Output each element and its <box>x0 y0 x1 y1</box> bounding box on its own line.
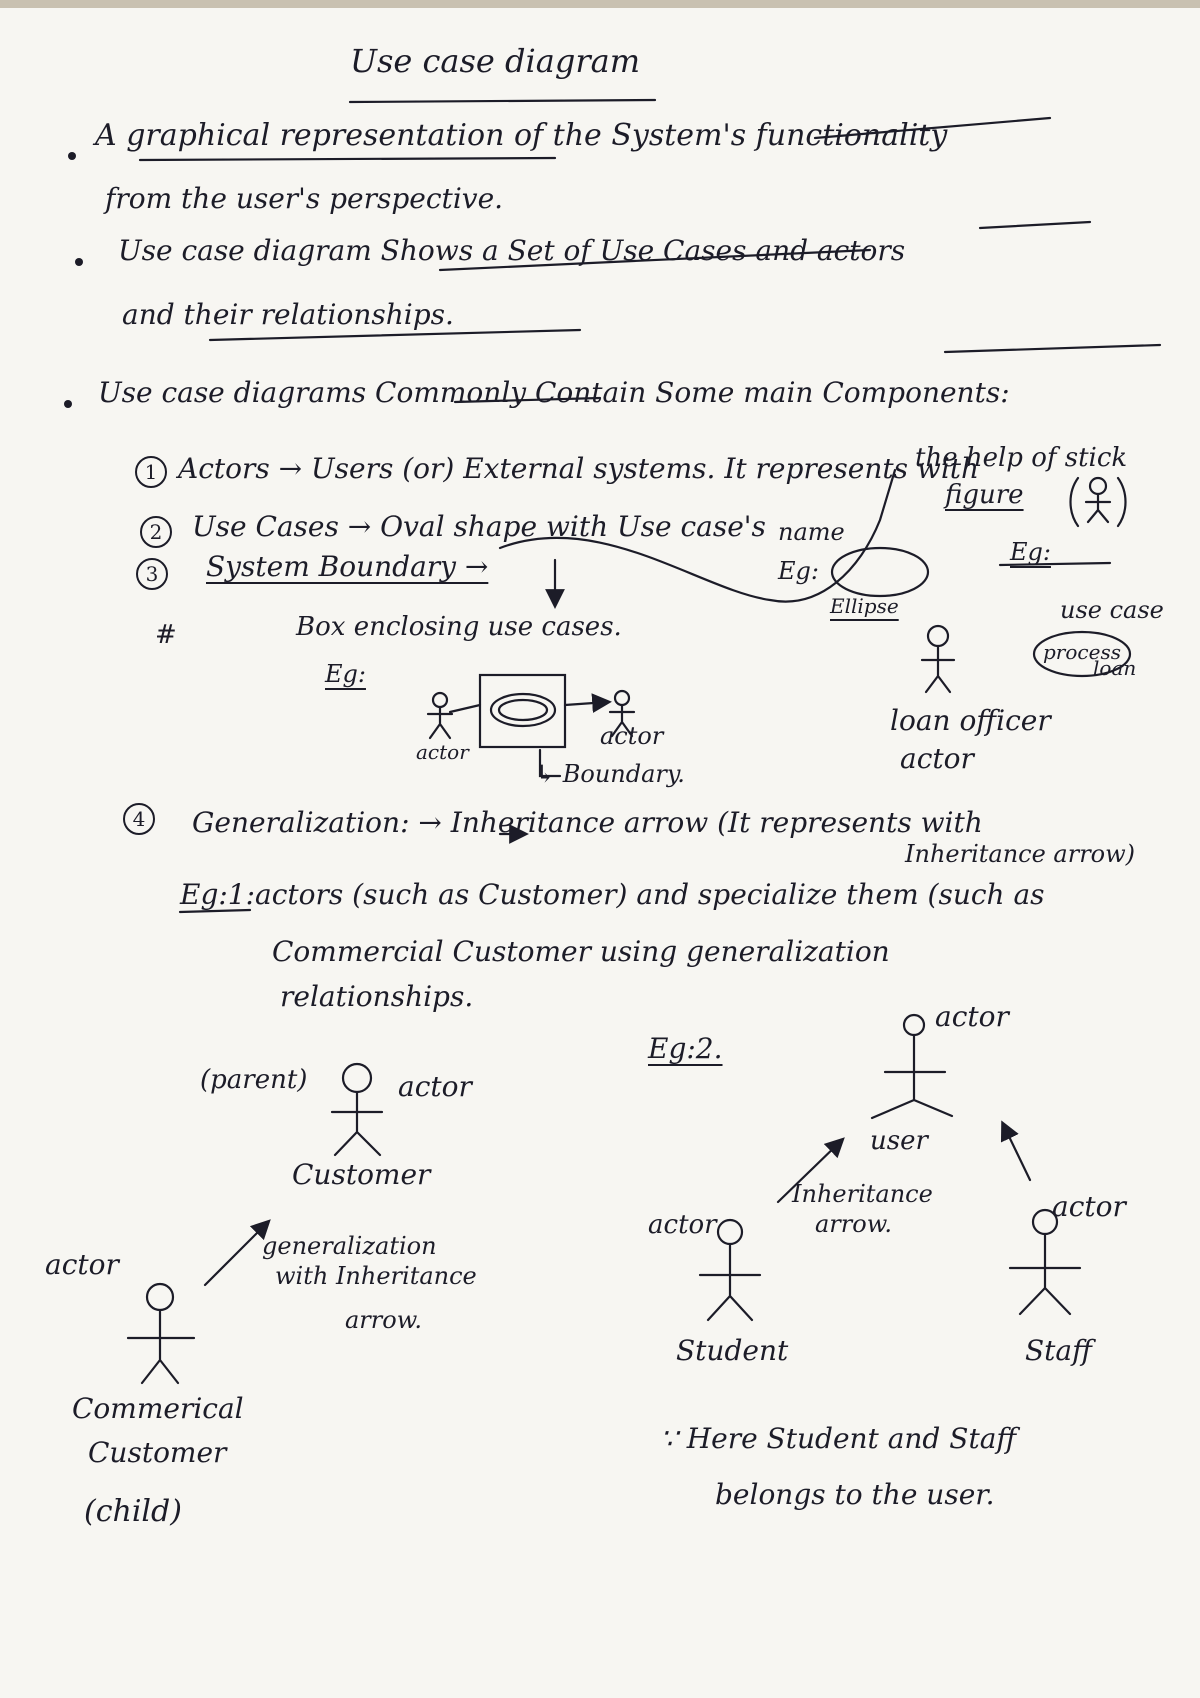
component-actors: Actors → Users (or) External systems. It… <box>178 452 980 485</box>
parent-label: (parent) <box>200 1065 308 1095</box>
customer-actor-label: actor <box>398 1070 472 1103</box>
generalization-line-2: Eg:1:actors (such as Customer) and speci… <box>180 878 1045 911</box>
use-case-eg-title: use case <box>1060 596 1164 624</box>
underline-representation <box>138 156 557 162</box>
bullet-2-line-1: Use case diagram Shows a Set of Use Case… <box>118 234 906 267</box>
staff-label: Staff <box>1025 1334 1092 1367</box>
underline-relationships <box>208 328 582 342</box>
component-actors-note-1: the help of stick <box>915 443 1128 473</box>
commercial-customer-figure <box>126 1282 196 1385</box>
generalization-note-3: arrow. <box>345 1306 423 1334</box>
stick-figure-icon <box>1069 476 1127 528</box>
number-circle-3: 3 <box>136 558 168 590</box>
staff-actor-label: actor <box>1052 1190 1126 1223</box>
commercial-actor-label: actor <box>45 1248 119 1281</box>
generalization-note-1: generalization <box>262 1232 437 1260</box>
commercial-label-1: Commerical <box>72 1392 244 1425</box>
student-label: Student <box>676 1334 789 1367</box>
component-use-cases: Use Cases → Oval shape with Use case's <box>192 510 766 543</box>
boundary-actor-right-label: actor <box>600 722 664 750</box>
boundary-actor-left-label: actor <box>416 740 469 764</box>
generalization-line-1: Generalization: → Inheritance arrow (It … <box>192 806 983 839</box>
ellipse-label: Ellipse <box>830 594 899 618</box>
bullet-2-line-2: and their relationships. <box>122 298 454 331</box>
bullet-1-line-2: from the user's perspective. <box>105 182 504 215</box>
loan-officer-label: loan officer <box>890 704 1051 737</box>
title-underline <box>348 98 657 104</box>
actor-eg-label: Eg: <box>1010 538 1051 566</box>
generalization-line-1b: Inheritance arrow) <box>905 840 1136 868</box>
number-circle-4: 4 <box>123 803 155 835</box>
child-label: (child) <box>84 1494 182 1529</box>
generalization-note-2: with Inheritance <box>275 1262 477 1290</box>
underline-components <box>943 343 1162 354</box>
bullet-dot <box>64 400 72 408</box>
component-use-cases-name: name <box>778 518 845 546</box>
user-label: user <box>870 1126 928 1156</box>
loan-officer-figure <box>920 624 956 694</box>
system-boundary-description: Box enclosing use cases. <box>296 612 622 642</box>
boundary-arrow <box>563 693 612 713</box>
hash-mark: # <box>155 620 177 650</box>
process-loan-label-2: loan <box>1093 656 1137 680</box>
commercial-label-2: Customer <box>88 1436 227 1469</box>
user-actor-label: actor <box>935 1000 1009 1033</box>
boundary-label: ↳ Boundary. <box>535 760 685 788</box>
bullet-1-line-1: A graphical representation of the System… <box>95 118 948 153</box>
boundary-use-case <box>489 692 557 728</box>
use-case-ellipse <box>830 546 930 598</box>
page-title: Use case diagram <box>350 42 641 80</box>
student-actor-label: actor <box>648 1210 717 1240</box>
component-system-boundary: System Boundary → <box>206 550 489 583</box>
customer-figure <box>330 1062 384 1157</box>
inheritance-note-2: arrow. <box>815 1210 893 1238</box>
number-circle-1: 1 <box>135 456 167 488</box>
generalization-line-3: Commercial Customer using generalization <box>272 935 890 968</box>
page-top-edge <box>0 0 1200 8</box>
generalization-line-4: relationships. <box>280 980 474 1013</box>
inheritance-note-1: Inheritance <box>792 1180 933 1208</box>
staff-figure <box>1008 1208 1082 1316</box>
note-line-1: ∵ Here Student and Staff <box>660 1422 1017 1455</box>
boundary-actor-left-figure <box>426 691 482 740</box>
use-case-eg-label: Eg: <box>778 557 819 585</box>
staff-inheritance-arrow <box>1000 1120 1032 1182</box>
customer-label: Customer <box>292 1158 431 1191</box>
note-line-2: belongs to the user. <box>715 1478 995 1511</box>
bullet-dot <box>68 152 76 160</box>
boundary-box <box>478 673 567 749</box>
underline-actors <box>978 220 1092 230</box>
bullet-dot <box>75 258 83 266</box>
example-2-label: Eg:2. <box>648 1032 723 1065</box>
generalization-arrow <box>203 1219 271 1287</box>
bullet-3-line-1: Use case diagrams Commonly Contain Some … <box>98 376 1010 409</box>
number-circle-2: 2 <box>140 516 172 548</box>
loan-officer-actor-label: actor <box>900 742 974 775</box>
system-boundary-eg-label: Eg: <box>325 660 366 688</box>
component-actors-note-2: figure <box>945 480 1024 510</box>
